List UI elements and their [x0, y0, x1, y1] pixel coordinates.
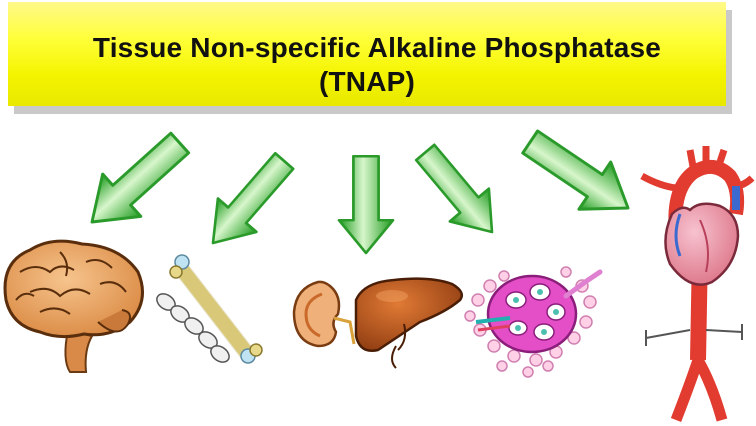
brain-icon	[3, 239, 144, 373]
title-line-2: (TNAP)	[318, 66, 416, 97]
arrow-to-bone	[192, 143, 305, 262]
lymph-node-icon	[464, 266, 603, 378]
heart-aorta-icon	[640, 146, 755, 422]
bone-icon	[156, 254, 263, 364]
kidney-icon	[292, 280, 356, 348]
arrow-to-lymph-node	[404, 134, 513, 250]
title-line-1: Tissue Non-specific Alkaline Phosphatase	[92, 32, 662, 63]
arrow-to-brain	[71, 120, 201, 245]
arrow-to-kidney-liver	[337, 154, 395, 255]
title-box: Tissue Non-specific Alkaline Phosphatase…	[8, 2, 726, 106]
liver-icon	[354, 277, 463, 369]
arrow-to-heart	[512, 116, 646, 234]
